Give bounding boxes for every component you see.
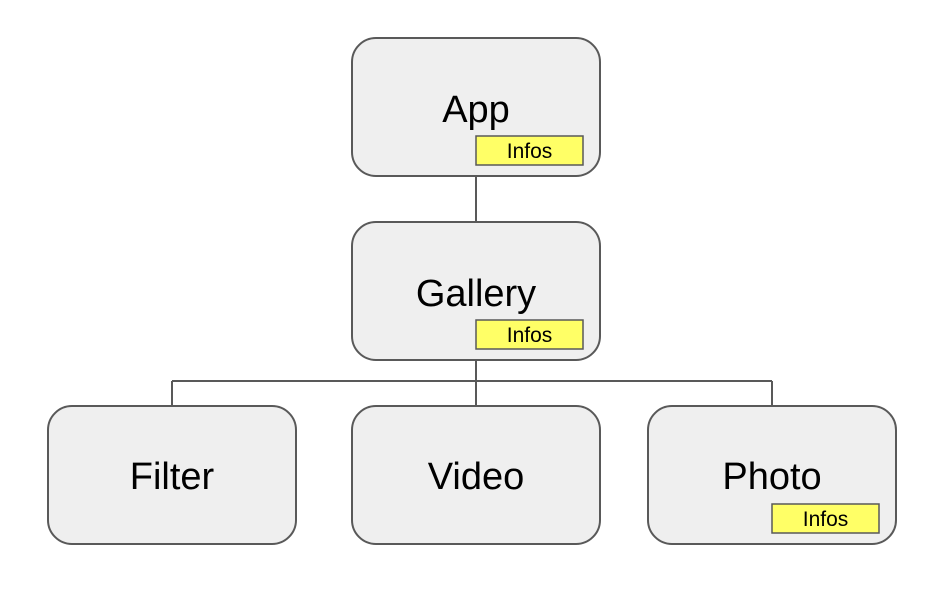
node-app-infos-text: Infos [507,140,553,163]
node-filter-label: Filter [130,456,215,498]
node-app-label: App [442,89,510,131]
node-filter[interactable]: Filter [47,405,297,545]
node-filter-box [47,405,297,545]
node-video[interactable]: Video [351,405,601,545]
node-video-box [351,405,601,545]
node-gallery-label: Gallery [416,273,536,315]
node-photo-infos-badge: Infos [771,503,880,534]
node-photo[interactable]: Photo Infos [647,405,897,545]
node-gallery-infos-badge: Infos [475,319,584,350]
node-photo-infos-text: Infos [803,508,849,531]
node-app[interactable]: App Infos [351,37,601,177]
node-app-infos-badge: Infos [475,135,584,166]
node-video-label: Video [428,456,525,498]
node-gallery[interactable]: Gallery Infos [351,221,601,361]
node-gallery-infos-text: Infos [507,324,553,347]
node-photo-label: Photo [722,456,821,498]
